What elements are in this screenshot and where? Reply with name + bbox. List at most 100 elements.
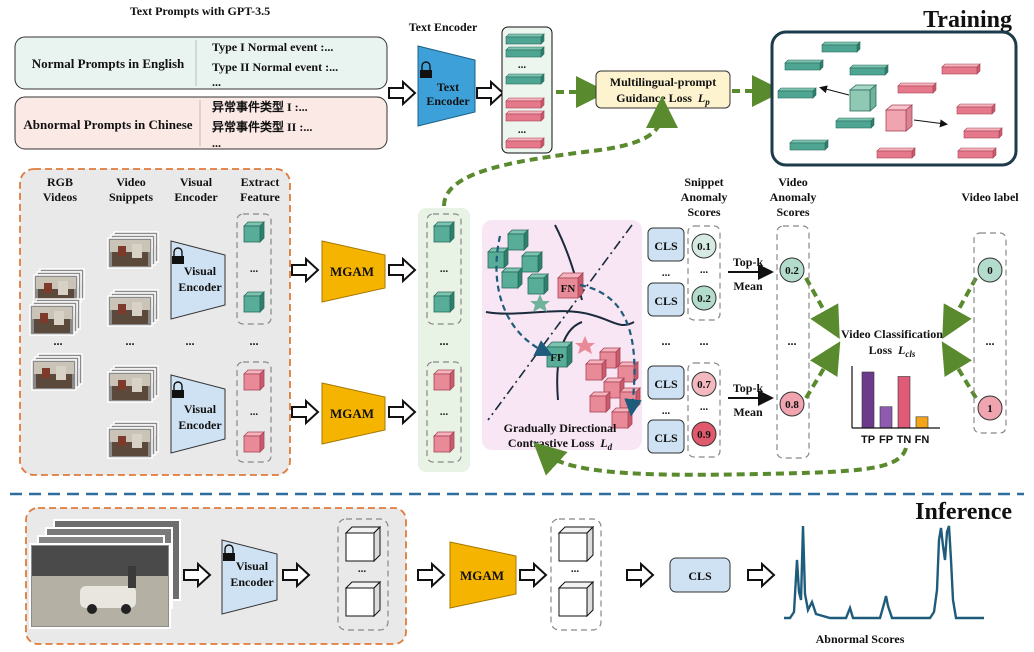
normal-prompts-label: Normal Prompts in English (32, 56, 185, 71)
mgam-label-abnormal: MGAM (330, 406, 374, 421)
false-positive-cube (546, 341, 573, 368)
bar-label-fp: FP (879, 434, 893, 446)
feature-cube (345, 581, 381, 617)
abnormal-score-curve (784, 525, 984, 620)
snippet-ellipsis: ... (126, 334, 135, 348)
rgb-video-abnormal (32, 354, 82, 390)
normal-more: ... (212, 75, 221, 89)
arrow-cls-to-scores (747, 563, 775, 587)
snippet-normal-2 (108, 290, 158, 326)
arrow-features-to-guidance-loss (442, 96, 678, 207)
snippet-score-ellipsis: ... (700, 264, 709, 276)
inference-title: Inference (915, 499, 1012, 525)
video-label-circle (977, 395, 1003, 421)
snippet-score-value: 0.9 (697, 429, 711, 441)
abnormal-prompts-label: Abnormal Prompts in Chinese (23, 117, 192, 132)
lock-icon (223, 544, 235, 561)
text-embedding-ellipsis-1: ... (518, 59, 527, 71)
lock-icon (172, 381, 184, 398)
mean-label-abnormal: Mean (733, 405, 763, 419)
feature-cube (243, 221, 265, 243)
abnormal-type1: 异常事件类型 I :... (212, 99, 308, 114)
video-label-header: Video label (961, 190, 1019, 204)
snippet-score-value: 0.7 (697, 379, 711, 391)
cls-ellipsis-mid: ... (662, 334, 671, 348)
video-label-ellipsis: ... (986, 334, 995, 348)
mgam-block-normal (321, 240, 386, 303)
video-label-circle (977, 257, 1003, 283)
feature-cube (433, 431, 455, 453)
refined-ellipsis-mid: ... (440, 334, 449, 348)
cls-loss-line2: Loss Lcls (869, 343, 916, 359)
topk-label-normal: Top-k (733, 255, 764, 269)
bar-tn (897, 376, 911, 429)
inference-visual-line1: Visual (236, 559, 269, 573)
feature-cube (433, 369, 455, 391)
lock-icon (420, 61, 432, 78)
snippet-abnormal-1 (108, 366, 158, 402)
cls-loss-line1: Video Classification (841, 327, 943, 341)
rgb-ellipsis: ... (54, 334, 63, 348)
video-label-value: 1 (987, 403, 993, 415)
text-encoder-line2: Encoder (426, 94, 470, 108)
visual-encoder-normal-line2: Encoder (178, 280, 222, 294)
inference-mgam-label: MGAM (460, 568, 504, 583)
col-feature-line2: Feature (240, 190, 280, 204)
feature-cube (345, 526, 381, 562)
col-rgb-line2: Videos (43, 190, 78, 204)
arrow-cls-loss-to-contrastive (533, 442, 908, 477)
snippet-score-circle (691, 421, 717, 447)
normal-prompt-anchor-cube (848, 84, 878, 112)
video-label-value: 0 (987, 265, 993, 277)
visual-encoder-abnormal (170, 374, 226, 454)
extracted-features-normal (236, 213, 272, 325)
video-score-value: 0.2 (785, 265, 799, 277)
arrow-features-to-cls (626, 563, 654, 587)
text-prompts-header: Text Prompts with GPT-3.5 (130, 4, 270, 18)
inference-refined-ellipsis: ... (571, 563, 580, 575)
cls-classifier-column: CLS CLS CLS CLS (647, 227, 685, 454)
feature-cube (433, 291, 455, 313)
col-snippets-line1: Video (116, 175, 146, 189)
snippet-score-circle (691, 233, 717, 259)
video-score-ellipsis: ... (788, 334, 797, 348)
bar-label-tp: TP (861, 434, 875, 446)
arrow-mgam-to-features-abnormal (388, 400, 416, 424)
abnormal-type2: 异常事件类型 II :... (212, 119, 312, 134)
video-scores-line3: Scores (776, 205, 809, 219)
svg-text:CLS: CLS (654, 377, 678, 391)
contrastive-loss-line2: Contrastive Loss Ld (508, 436, 613, 452)
inference-mgam-block (449, 541, 517, 609)
abnormal-more: ... (212, 136, 221, 150)
col-visual-encoder-line2: Encoder (174, 190, 218, 204)
feature-cube (243, 291, 265, 313)
abnormal-anchor-star-icon (575, 336, 595, 354)
topk-label-abnormal: Top-k (733, 381, 764, 395)
inference-visual-line2: Encoder (230, 575, 274, 589)
visual-encoder-normal-line1: Visual (184, 264, 217, 278)
normal-prompts-box (14, 36, 388, 90)
video-score-circle (779, 257, 805, 283)
snippet-scores-line3: Scores (687, 205, 720, 219)
inference-video-frames (29, 519, 181, 629)
abnormal-prompt-anchor-cube (884, 104, 914, 132)
fp-label: FP (550, 352, 564, 364)
bar-label-fn: FN (915, 434, 930, 446)
snippet-normal-1 (108, 232, 158, 268)
text-embeddings-box (501, 26, 553, 154)
text-encoder-line1: Text (437, 80, 459, 94)
mgam-block-abnormal (321, 382, 386, 445)
refined-features-panel (418, 208, 470, 472)
mean-label-normal: Mean (733, 279, 763, 293)
col-rgb-line1: RGB (47, 175, 73, 189)
text-embedding-ellipsis-2: ... (518, 124, 527, 136)
visual-encoder-ellipsis: ... (186, 334, 195, 348)
arrow-mgam-to-features (519, 563, 547, 587)
col-feature-line1: Extract (241, 175, 280, 189)
snippet-scores-abnormal-box (687, 362, 721, 458)
visual-encoder-abnormal-line1: Visual (184, 402, 217, 416)
feature-cube (558, 581, 594, 617)
bar-label-tn: TN (897, 434, 912, 446)
